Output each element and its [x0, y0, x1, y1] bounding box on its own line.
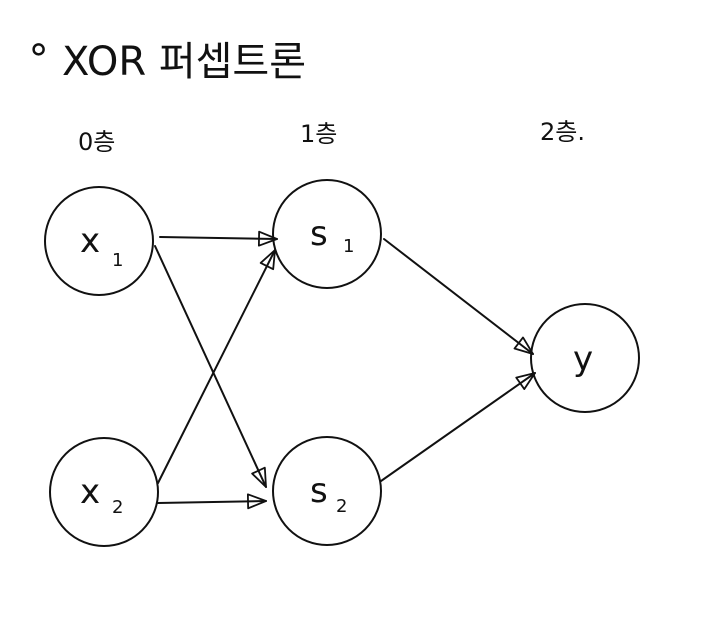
node-s2-subscript: 2 — [336, 496, 347, 517]
node-x2-subscript: 2 — [112, 497, 123, 518]
title-text: XOR 퍼셉트론 — [62, 39, 306, 85]
node-x2-circle — [49, 437, 159, 547]
edge-x1-to-s2 — [154, 245, 267, 488]
edge-x2-to-s2 — [157, 493, 267, 510]
node-x2-label: x — [80, 472, 100, 512]
edges-group — [154, 230, 536, 510]
node-s2-circle — [272, 436, 382, 546]
diagram-title: ∘ XOR 퍼셉트론 — [26, 26, 306, 85]
node-x1: x 1 — [44, 186, 154, 296]
node-x1-label: x — [80, 221, 100, 261]
node-s2: s 2 — [272, 436, 382, 546]
node-x2: x 2 — [49, 437, 159, 547]
node-x1-subscript: 1 — [112, 250, 123, 271]
node-s2-label: s — [310, 471, 328, 511]
node-s1-circle — [272, 179, 382, 289]
edge-s1-to-y — [383, 238, 534, 355]
layer-2-label: 2층. — [540, 118, 585, 146]
node-y-circle — [530, 303, 640, 413]
layer-1-label: 1층 — [300, 120, 337, 148]
node-s1-label: s — [310, 214, 328, 254]
edge-x1-to-s1 — [159, 230, 278, 247]
node-x1-circle — [44, 186, 154, 296]
layer-0-label: 0층 — [78, 128, 115, 156]
node-s1: s 1 — [272, 179, 382, 289]
edge-s2-to-y — [380, 372, 536, 482]
edge-x2-to-s1 — [157, 249, 276, 484]
node-y: y — [530, 303, 640, 413]
node-s1-subscript: 1 — [343, 236, 354, 257]
node-y-label: y — [573, 339, 593, 379]
title-bullet: ∘ — [26, 26, 51, 72]
